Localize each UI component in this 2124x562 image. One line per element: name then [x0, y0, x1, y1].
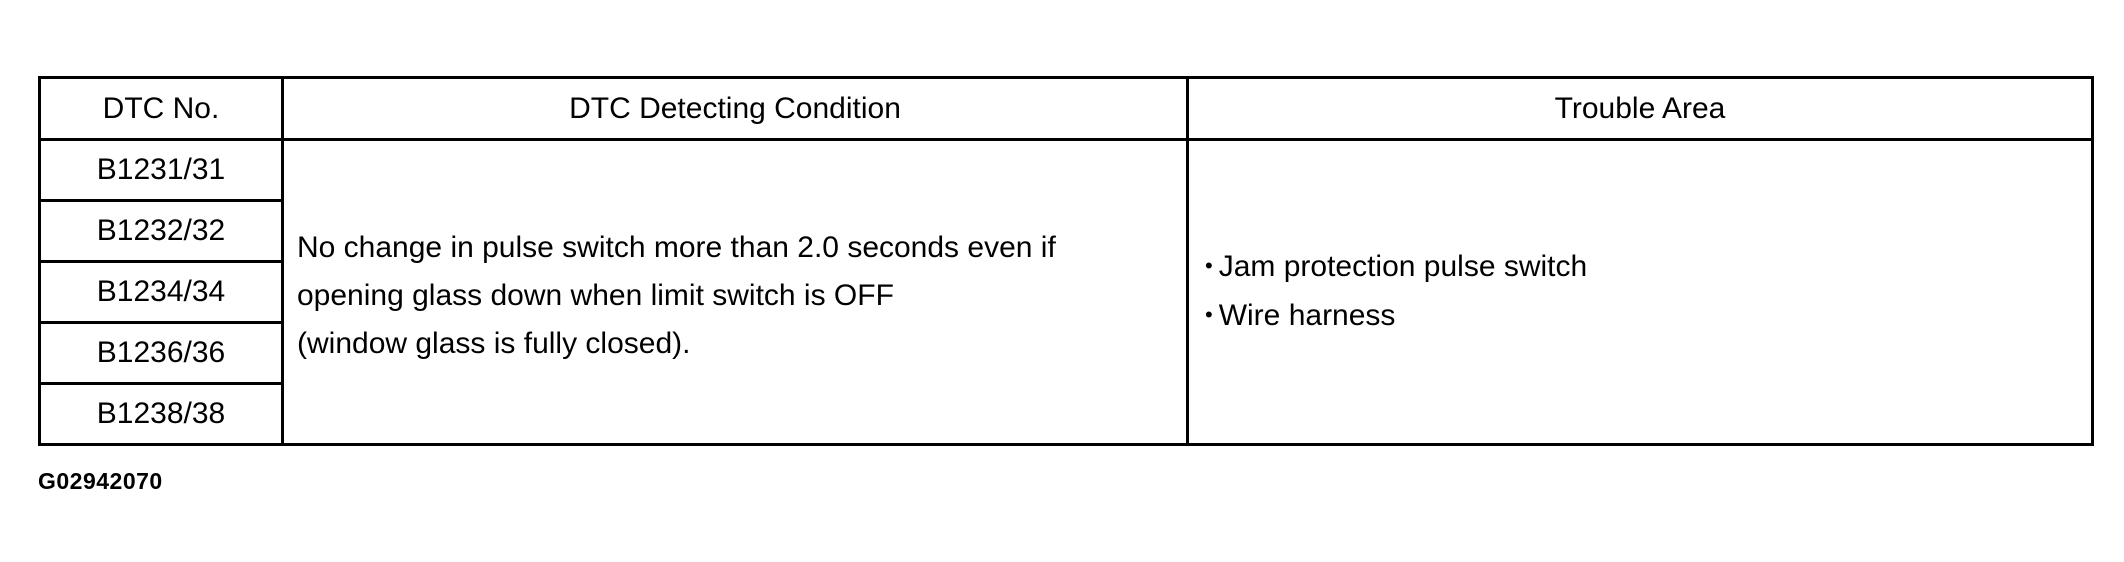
- dtc-code-cell: B1236/36: [38, 321, 284, 385]
- trouble-area-label: Jam protection pulse switch: [1218, 249, 1588, 283]
- dtc-table: DTC No. DTC Detecting Condition Trouble …: [38, 76, 2094, 446]
- bullet-icon: •: [1205, 253, 1213, 278]
- trouble-area-cell: •Jam protection pulse switch •Wire harne…: [1186, 138, 2094, 446]
- figure-id: G02942070: [38, 468, 163, 494]
- table-row: B1236/36: [38, 321, 2093, 385]
- header-row: DTC No. DTC Detecting Condition Trouble …: [38, 76, 2094, 141]
- header-dtc-no: DTC No.: [38, 76, 284, 141]
- trouble-area-item: •Jam protection pulse switch: [1205, 243, 2091, 292]
- detecting-condition-cell: No change in pulse switch more than 2.0 …: [281, 138, 1189, 446]
- dtc-code-cell: B1232/32: [38, 199, 284, 263]
- table-row: B1232/32: [38, 199, 2093, 263]
- table-row: B1234/34: [38, 260, 2093, 324]
- table-row: B1231/31 No change in pulse switch more …: [38, 138, 2094, 446]
- bullet-icon: •: [1205, 302, 1213, 328]
- trouble-area-label: Wire harness: [1218, 299, 1396, 332]
- condition-line: No change in pulse switch more than 2.0 …: [297, 231, 1056, 264]
- trouble-area-item: •Wire harness: [1205, 292, 2091, 341]
- dtc-code-cell: B1231/31: [38, 138, 284, 202]
- dtc-code-cell: B1234/34: [38, 260, 284, 324]
- table-row: B1238/38: [38, 382, 2093, 446]
- condition-line: (window glass is fully closed).: [297, 327, 691, 360]
- dtc-code-cell: B1238/38: [38, 382, 284, 446]
- condition-line: opening glass down when limit switch is …: [297, 279, 894, 312]
- header-trouble-area: Trouble Area: [1186, 76, 2094, 141]
- header-detecting-condition: DTC Detecting Condition: [281, 76, 1189, 141]
